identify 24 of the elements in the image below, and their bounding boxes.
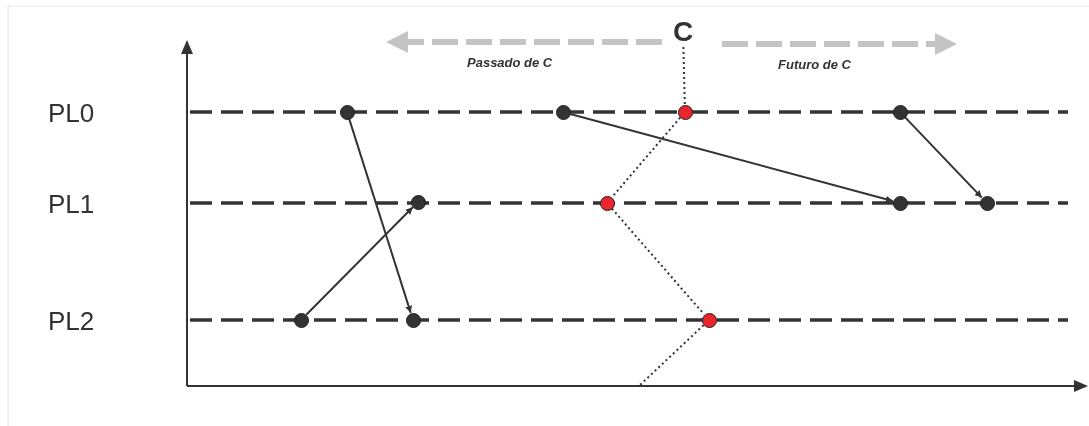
- process-label: PL1: [48, 189, 95, 220]
- message-arrow: [305, 206, 414, 316]
- event-label: C: [672, 17, 694, 47]
- event-dot: [410, 194, 426, 210]
- event-dot: [405, 312, 421, 328]
- cut-line: [682, 46, 686, 106]
- event-dot: [979, 195, 995, 211]
- event-dot: [339, 104, 355, 120]
- cut-event-dot: [677, 104, 693, 120]
- event-dot: [892, 104, 908, 120]
- event-dot: [293, 312, 309, 328]
- cut-event-dot: [701, 312, 717, 328]
- process-label: PL0: [48, 98, 95, 129]
- cut-line: [639, 324, 705, 386]
- message-arrow: [904, 116, 983, 199]
- process-label: PL2: [48, 306, 95, 337]
- direction-label: Passado de C: [467, 55, 553, 70]
- cut-line: [610, 116, 682, 199]
- event-dot: [555, 104, 571, 120]
- event-dot: [892, 195, 908, 211]
- message-arrow: [569, 112, 894, 203]
- direction-label: Futuro de C: [778, 57, 851, 72]
- cut-event-dot: [599, 195, 615, 211]
- message-arrow: [348, 118, 412, 314]
